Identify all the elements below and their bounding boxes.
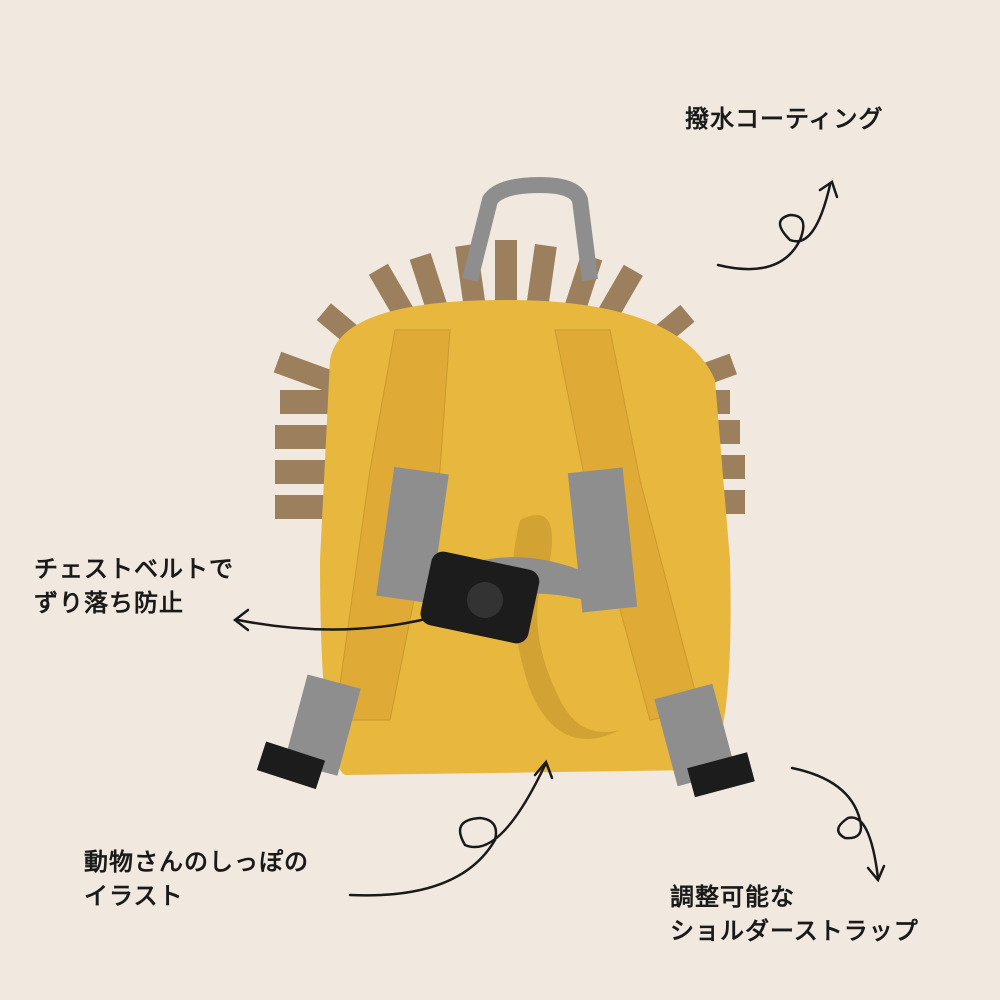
chest-belt-line-2: ずり落ち防止: [34, 589, 184, 617]
chest-buckle: [420, 551, 540, 644]
strap-line-2: ショルダーストラップ: [670, 917, 919, 945]
strap-buckle-right: [687, 752, 755, 798]
annotation-arrows: [232, 180, 886, 897]
chest-belt-line-1: チェストベルトで: [34, 555, 234, 583]
handle: [462, 176, 598, 282]
tail-illustration-label: 動物さんのしっぽの イラスト: [84, 845, 309, 913]
strap-buckle-left: [256, 741, 326, 790]
strap-line-1: 調整可能な: [670, 883, 795, 911]
water-repellent-label: 撥水コーティング: [685, 105, 884, 133]
chest-belt-label: チェストベルトで ずり落ち防止: [34, 552, 234, 620]
tail-line-1: 動物さんのしっぽの: [84, 848, 309, 876]
adjustable-strap-label: 調整可能な ショルダーストラップ: [670, 880, 919, 948]
tail-line-2: イラスト: [84, 882, 184, 910]
